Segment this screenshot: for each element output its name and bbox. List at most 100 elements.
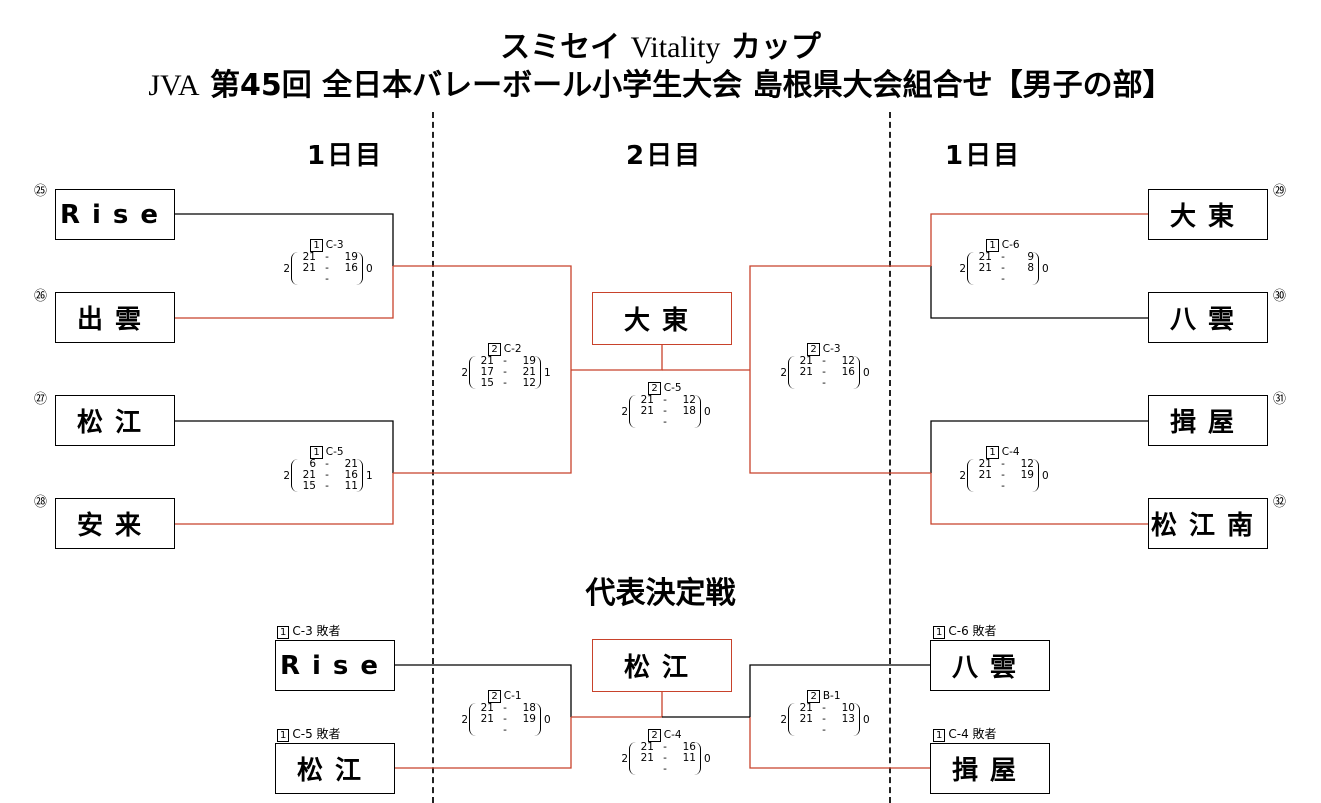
set-score-left: 21 (302, 251, 316, 263)
set-row: 21-19 (474, 356, 536, 367)
set-score-left (793, 378, 813, 389)
set-dash: - (503, 702, 507, 714)
team-box-29: 大東 (1148, 189, 1268, 240)
team-box-28: 安来 (55, 498, 175, 549)
seed-27: ㉗ (34, 392, 48, 407)
set-row: 21-16 (296, 470, 358, 481)
court-label: C-2 (503, 343, 522, 355)
set-row: - (634, 417, 696, 428)
set-score-right: 9 (1027, 251, 1034, 263)
rep-team-br: 揖屋 (930, 743, 1050, 794)
court-label: C-1 (503, 690, 522, 702)
set-row: 15-12 (474, 378, 536, 389)
set-score-right: 19 (1020, 469, 1034, 481)
sets-won-left: 2 (780, 713, 787, 726)
team-box-31: 揖屋 (1148, 395, 1268, 446)
set-score-left: 21 (640, 752, 654, 764)
sets-won-right: 0 (1042, 262, 1049, 275)
sets-won-left: 2 (959, 469, 966, 482)
rep-title: 代表決定戦 (585, 576, 736, 611)
set-score-left (634, 417, 654, 428)
divider-right (889, 112, 891, 803)
set-dash: - (1001, 469, 1005, 481)
sets-won-left: 2 (283, 469, 290, 482)
sets-won-right: 0 (704, 752, 711, 765)
set-score-right: 12 (682, 394, 696, 406)
set-row: - (972, 481, 1034, 492)
team-box-30: 八雲 (1148, 292, 1268, 343)
sets-won-right: 0 (704, 405, 711, 418)
set-score-left: 21 (799, 366, 813, 378)
set-row: 21-18 (474, 703, 536, 714)
court-label: C-4 (663, 729, 682, 741)
set-score-right: 19 (344, 251, 358, 263)
set-row: - (474, 725, 536, 736)
set-row: 21-16 (296, 263, 358, 274)
set-dash: - (503, 366, 507, 378)
set-row: 21-12 (972, 459, 1034, 470)
set-dash: - (503, 724, 507, 736)
set-score-right: 12 (522, 377, 536, 389)
set-score-right: 8 (1027, 262, 1034, 274)
set-score-left: 15 (480, 377, 494, 389)
court-label: C-3 (822, 343, 841, 355)
set-dash: - (1001, 251, 1005, 263)
set-score-right (338, 274, 358, 285)
title-line-2: JVA 第45回 全日本バレーボール小学生大会 島根県大会組合せ【男子の部】 (0, 60, 1321, 104)
divider-left (432, 112, 434, 803)
rep-team-tr: 八雲 (930, 640, 1050, 691)
set-score-right: 19 (522, 355, 536, 367)
sets-won-right: 1 (544, 366, 551, 379)
team-box-27: 松江 (55, 395, 175, 446)
title-tournament: 第45回 全日本バレーボール小学生大会 島根県大会組合せ【男子の部】 (209, 68, 1173, 103)
court-label: C-6 (1001, 239, 1020, 251)
set-row: 21-12 (793, 356, 855, 367)
set-row: 21-8 (972, 263, 1034, 274)
set-score-left: 21 (302, 469, 316, 481)
sets-won-right: 0 (863, 366, 870, 379)
rep-label-text: C-4 敗者 (948, 727, 997, 741)
seed-28: ㉘ (34, 495, 48, 510)
set-score-left: 21 (978, 251, 992, 263)
set-score-right: 11 (344, 480, 358, 492)
set-dash: - (503, 355, 507, 367)
sets-won-left: 2 (780, 366, 787, 379)
sets-won-left: 2 (461, 713, 468, 726)
set-dash: - (822, 713, 826, 725)
sets-won-right: 1 (366, 469, 373, 482)
set-row: 21-16 (793, 367, 855, 378)
set-score-right: 12 (841, 355, 855, 367)
title-jva: JVA (148, 69, 200, 102)
team-box-32: 松江南 (1148, 498, 1268, 549)
day-label-right: 1日目 (945, 141, 1022, 171)
winner-box: 大東 (592, 292, 732, 345)
set-score-right (1014, 274, 1034, 285)
round-number: 2 (488, 690, 501, 703)
rep-label-text: C-6 敗者 (948, 624, 997, 638)
sets-won-right: 0 (544, 713, 551, 726)
set-dash: - (325, 469, 329, 481)
set-row: 21-16 (634, 742, 696, 753)
set-score-right (835, 378, 855, 389)
sets-won-left: 2 (959, 262, 966, 275)
set-dash: - (1001, 480, 1005, 492)
set-score-right: 12 (1020, 458, 1034, 470)
set-row: 21-18 (634, 406, 696, 417)
